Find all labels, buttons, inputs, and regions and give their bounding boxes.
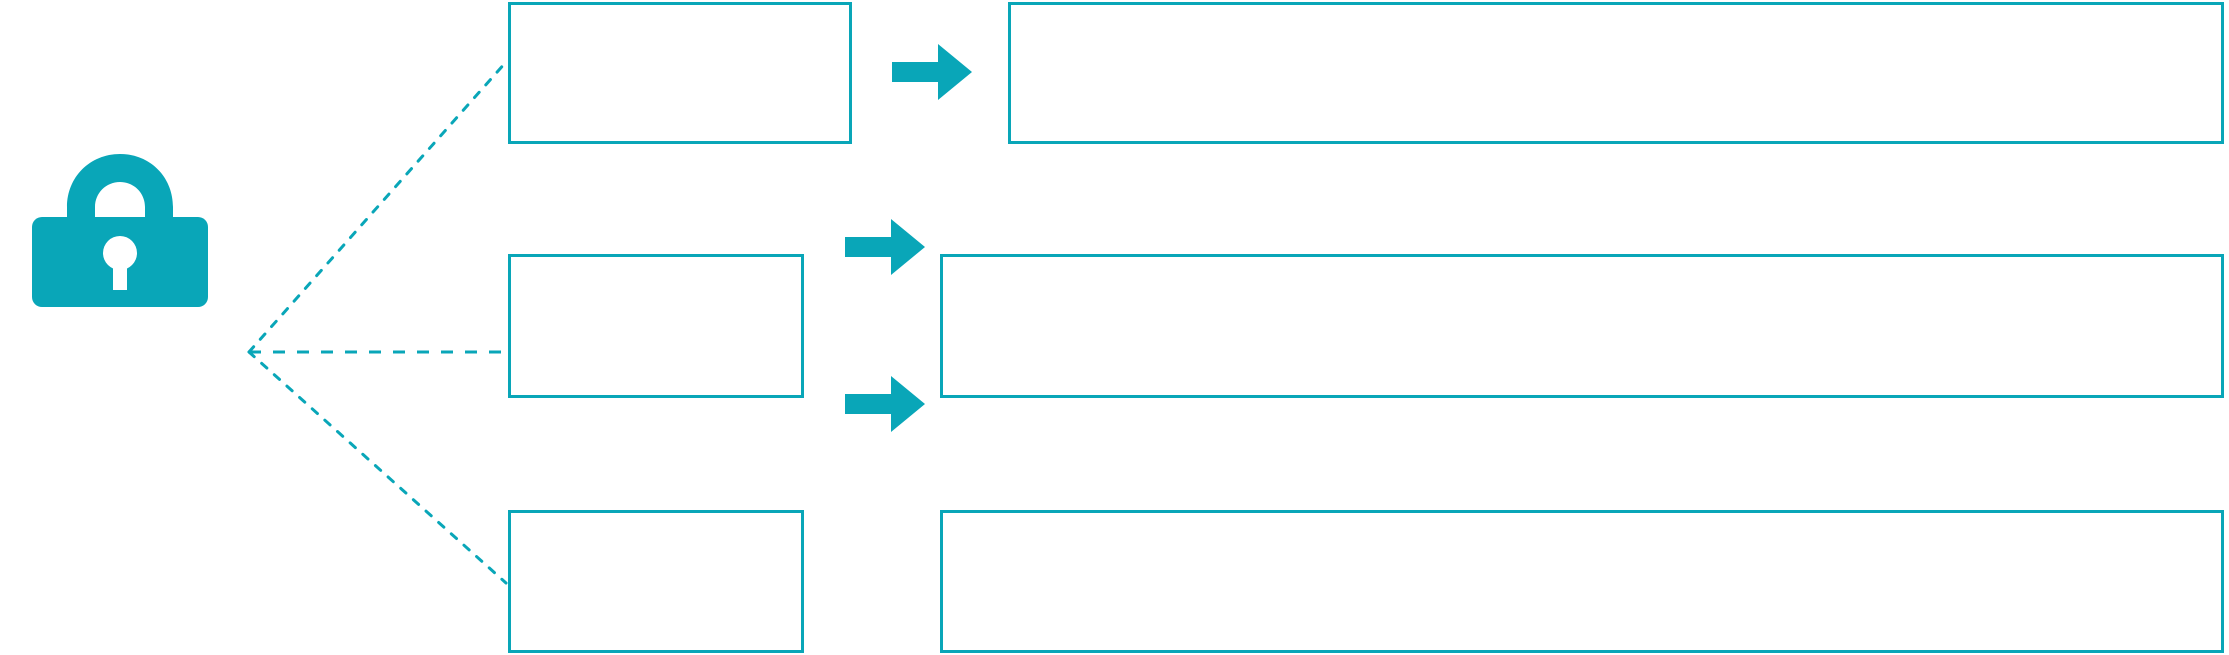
arrow-right-icon-2 [845,219,925,275]
detail-box-2[interactable] [940,254,2224,398]
arrow-right-icon-1 [892,44,972,100]
lock-keyhole-circle [103,236,137,270]
connector-line-1 [247,60,508,354]
arrow-right-icon-3 [845,376,925,432]
lock-shackle [67,154,173,230]
detail-box-3[interactable] [940,510,2224,653]
lock-keyhole-stem [113,260,127,290]
cause-box-1[interactable] [508,2,852,144]
connector-line-3 [247,350,508,585]
cause-box-3[interactable] [508,510,804,653]
cause-box-2[interactable] [508,254,804,398]
detail-box-1[interactable] [1008,2,2224,144]
lock-icon [28,152,212,307]
